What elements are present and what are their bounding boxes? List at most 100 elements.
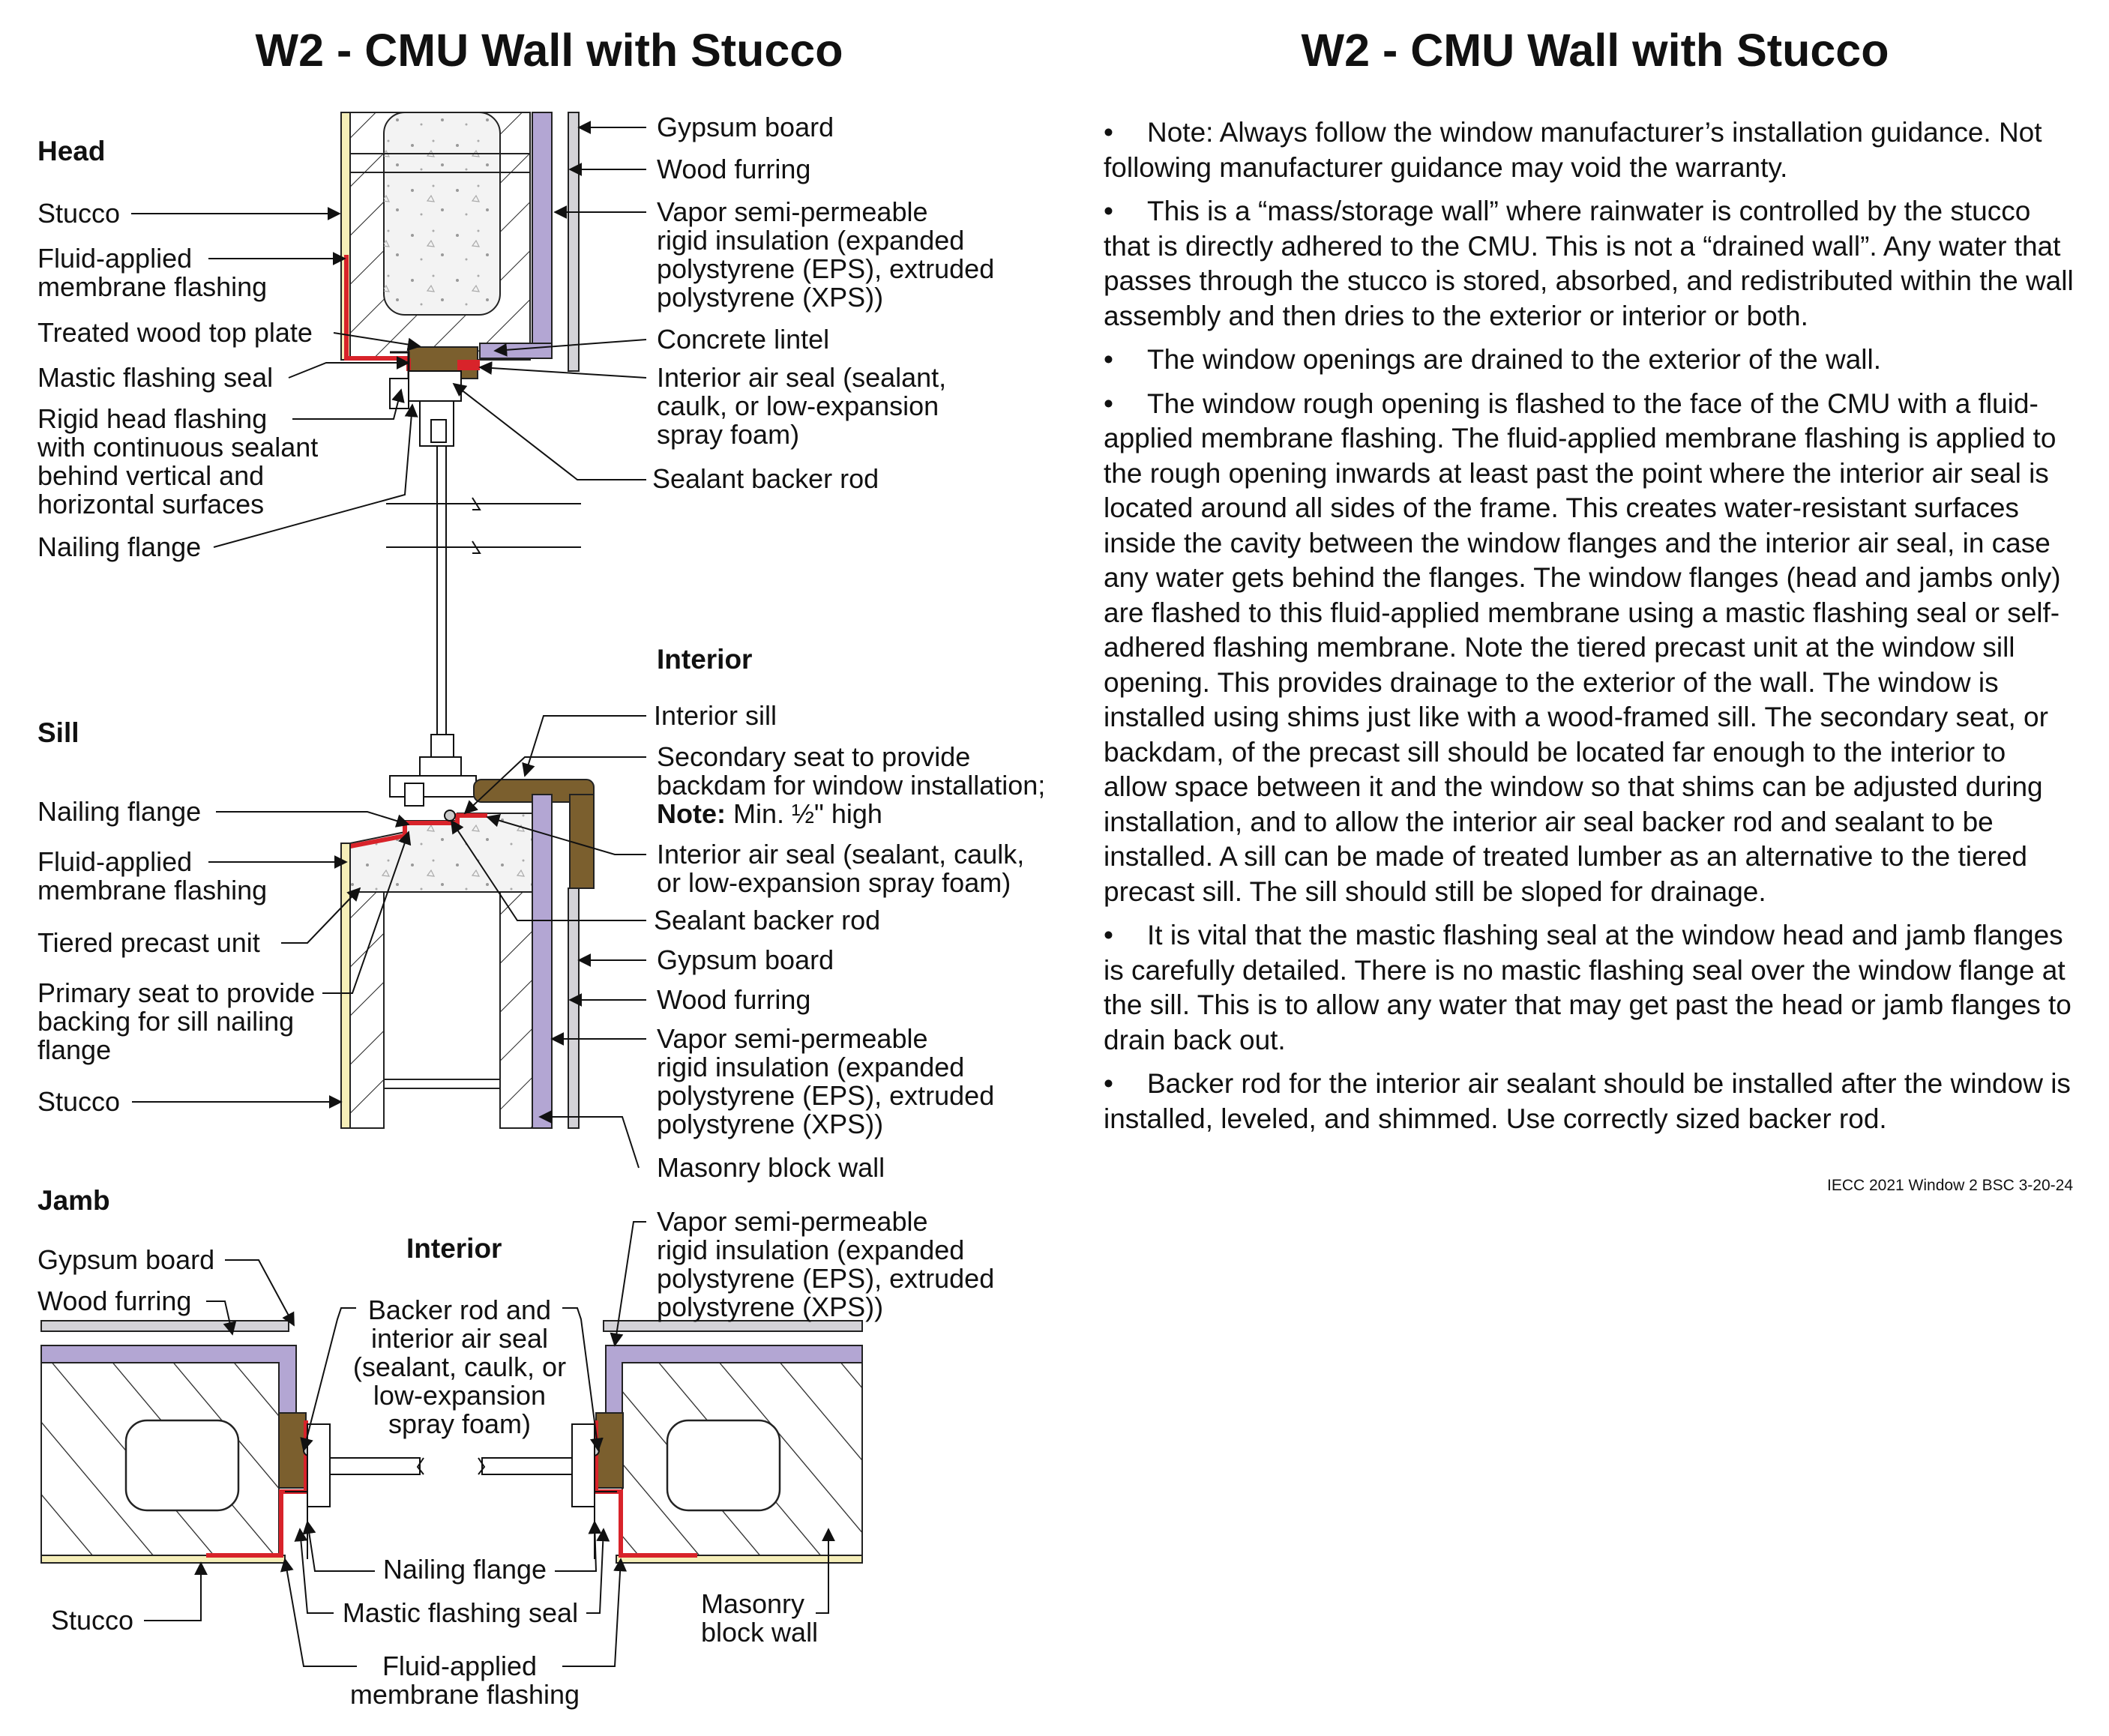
footer-reference: IECC 2021 Window 2 BSC 3-20-24 [1827, 1177, 2073, 1194]
jamb-label-fluid-1: Fluid-applied [382, 1651, 537, 1681]
sill-label-interior-sill: Interior sill [654, 700, 777, 731]
head-label-rigid-2: with continuous sealant [37, 432, 318, 462]
head-membrane [344, 255, 409, 361]
head-label-rigid-1: Rigid head flashing [37, 403, 267, 434]
jamb-buck-left [278, 1412, 307, 1489]
note-item: •It is vital that the mastic flashing se… [1104, 918, 2075, 1058]
notes-list: •Note: Always follow the window manufact… [1104, 115, 2075, 1145]
sill-window-frame [389, 734, 477, 807]
sill-cmu-left [349, 891, 385, 1129]
head-label-rigid-4: horizontal surfaces [37, 489, 264, 519]
head-label-stucco: Stucco [37, 198, 120, 229]
bullet-icon: • [1104, 196, 1113, 226]
jamb-membrane-left [206, 1420, 308, 1558]
head-leader-lines [131, 121, 647, 548]
note-item: •This is a “mass/storage wall” where rai… [1104, 194, 2075, 334]
bullet-icon: • [1104, 344, 1113, 375]
jamb-label-vapor-1: Vapor semi-permeable [657, 1206, 928, 1237]
head-label-top-plate: Treated wood top plate [37, 317, 313, 348]
sill-label-masonry: Masonry block wall [657, 1152, 885, 1183]
note-text: This is a “mass/storage wall” where rain… [1104, 196, 2074, 331]
note-item: •Note: Always follow the window manufact… [1104, 115, 2075, 185]
sill-label-air-1: Interior air seal (sealant, caulk, [657, 839, 1024, 869]
head-label-gypsum: Gypsum board [657, 112, 834, 142]
secondary-note-prefix: Note: [657, 798, 726, 829]
jamb-label-vapor-4: polystyrene (XPS)) [657, 1292, 883, 1322]
sill-stucco [340, 843, 351, 1129]
sill-gypsum [568, 887, 580, 1129]
jamb-label-masonry-2: block wall [701, 1617, 818, 1648]
sill-label-tiered: Tiered precast unit [37, 927, 260, 958]
sill-label-primary-3: flange [37, 1034, 111, 1065]
note-text: The window rough opening is flashed to t… [1104, 388, 2061, 907]
note-text: The window openings are drained to the e… [1147, 344, 1882, 375]
section-jamb-label: Jamb [37, 1185, 110, 1216]
jamb-label-vapor-3: polystyrene (EPS), extruded [657, 1263, 994, 1294]
sill-label-vapor-2: rigid insulation (expanded [657, 1052, 964, 1082]
sill-label-furring: Wood furring [657, 984, 810, 1015]
head-label-rigid-3: behind vertical and [37, 460, 264, 491]
note-item: •Backer rod for the interior air sealant… [1104, 1067, 2075, 1136]
bullet-icon: • [1104, 117, 1113, 148]
head-label-air-2: caulk, or low-expansion [657, 391, 939, 421]
bullet-icon: • [1104, 388, 1113, 419]
page-title-left: W2 - CMU Wall with Stucco [255, 25, 843, 76]
note-item: • The window openings are drained to the … [1104, 343, 2075, 378]
jamb-label-nailing: Nailing flange [383, 1554, 547, 1585]
jamb-label-mastic: Mastic flashing seal [343, 1597, 578, 1628]
section-head-label: Head [37, 136, 105, 166]
sill-cmu-right [499, 891, 533, 1129]
jamb-label-vapor-2: rigid insulation (expanded [657, 1235, 964, 1265]
sill-label-vapor-1: Vapor semi-permeable [657, 1023, 928, 1054]
jamb-label-backer-3: (sealant, caulk, or [353, 1351, 566, 1382]
head-label-vapor-2: rigid insulation (expanded [657, 225, 964, 256]
sill-label-stucco: Stucco [37, 1086, 120, 1117]
head-label-air-1: Interior air seal (sealant, [657, 362, 946, 393]
jamb-detail [40, 1320, 863, 1564]
sill-label-secondary-2: backdam for window installation; [657, 770, 1045, 801]
bullet-icon: • [1104, 920, 1113, 950]
sill-label-fluid-2: membrane flashing [37, 875, 267, 905]
jamb-label-furring: Wood furring [37, 1286, 191, 1316]
jamb-label-fluid-2: membrane flashing [350, 1679, 580, 1710]
head-label-vapor-4: polystyrene (XPS)) [657, 282, 883, 313]
sill-label-nailing: Nailing flange [37, 796, 201, 827]
jamb-label-gypsum: Gypsum board [37, 1244, 214, 1275]
note-text: It is vital that the mastic flashing sea… [1104, 920, 2072, 1055]
head-insulation [532, 112, 553, 357]
jamb-buck-right [595, 1412, 624, 1489]
jamb-cell-right [666, 1419, 781, 1512]
jamb-label-backer-1: Backer rod and [368, 1295, 551, 1325]
interior-jamb-area-label: Interior [406, 1233, 502, 1264]
sill-label-secondary-1: Secondary seat to provide [657, 741, 970, 772]
jamb-label-backer-4: low-expansion [373, 1380, 546, 1411]
window-detail-drawing: Head Sill Jamb Interior Interior Stucco … [37, 112, 1045, 1710]
sill-detail [340, 734, 595, 1129]
sill-label-backer: Sealant backer rod [654, 905, 880, 935]
jamb-label-masonry-1: Masonry [701, 1588, 804, 1619]
head-label-mastic: Mastic flashing seal [37, 362, 273, 393]
sill-insulation [532, 794, 553, 1129]
sill-label-primary-1: Primary seat to provide [37, 977, 315, 1008]
head-detail [340, 112, 581, 735]
jamb-leader-lines [144, 1221, 835, 1667]
head-label-nailing: Nailing flange [37, 531, 201, 562]
head-gypsum [568, 112, 580, 372]
note-item: •The window rough opening is flashed to … [1104, 387, 2075, 910]
head-label-vapor-1: Vapor semi-permeable [657, 196, 928, 227]
jamb-label-stucco: Stucco [51, 1605, 133, 1636]
head-label-fluid-2: membrane flashing [37, 271, 267, 302]
secondary-note-text: Min. ½" high [726, 798, 882, 829]
interior-sill-area-label: Interior [657, 644, 752, 675]
page-title-right: W2 - CMU Wall with Stucco [1301, 25, 1889, 76]
head-label-backer: Sealant backer rod [652, 463, 879, 494]
sill-label-primary-2: backing for sill nailing [37, 1006, 294, 1037]
head-window-frame [389, 370, 462, 447]
head-label-fluid-1: Fluid-applied [37, 243, 192, 274]
note-text: Note: Always follow the window manufactu… [1104, 117, 2042, 183]
sill-backer-rod [444, 810, 456, 822]
jamb-label-backer-2: interior air seal [371, 1323, 548, 1354]
sill-label-gypsum: Gypsum board [657, 944, 834, 975]
jamb-membrane-right [594, 1420, 697, 1558]
jamb-label-backer-5: spray foam) [388, 1408, 531, 1439]
